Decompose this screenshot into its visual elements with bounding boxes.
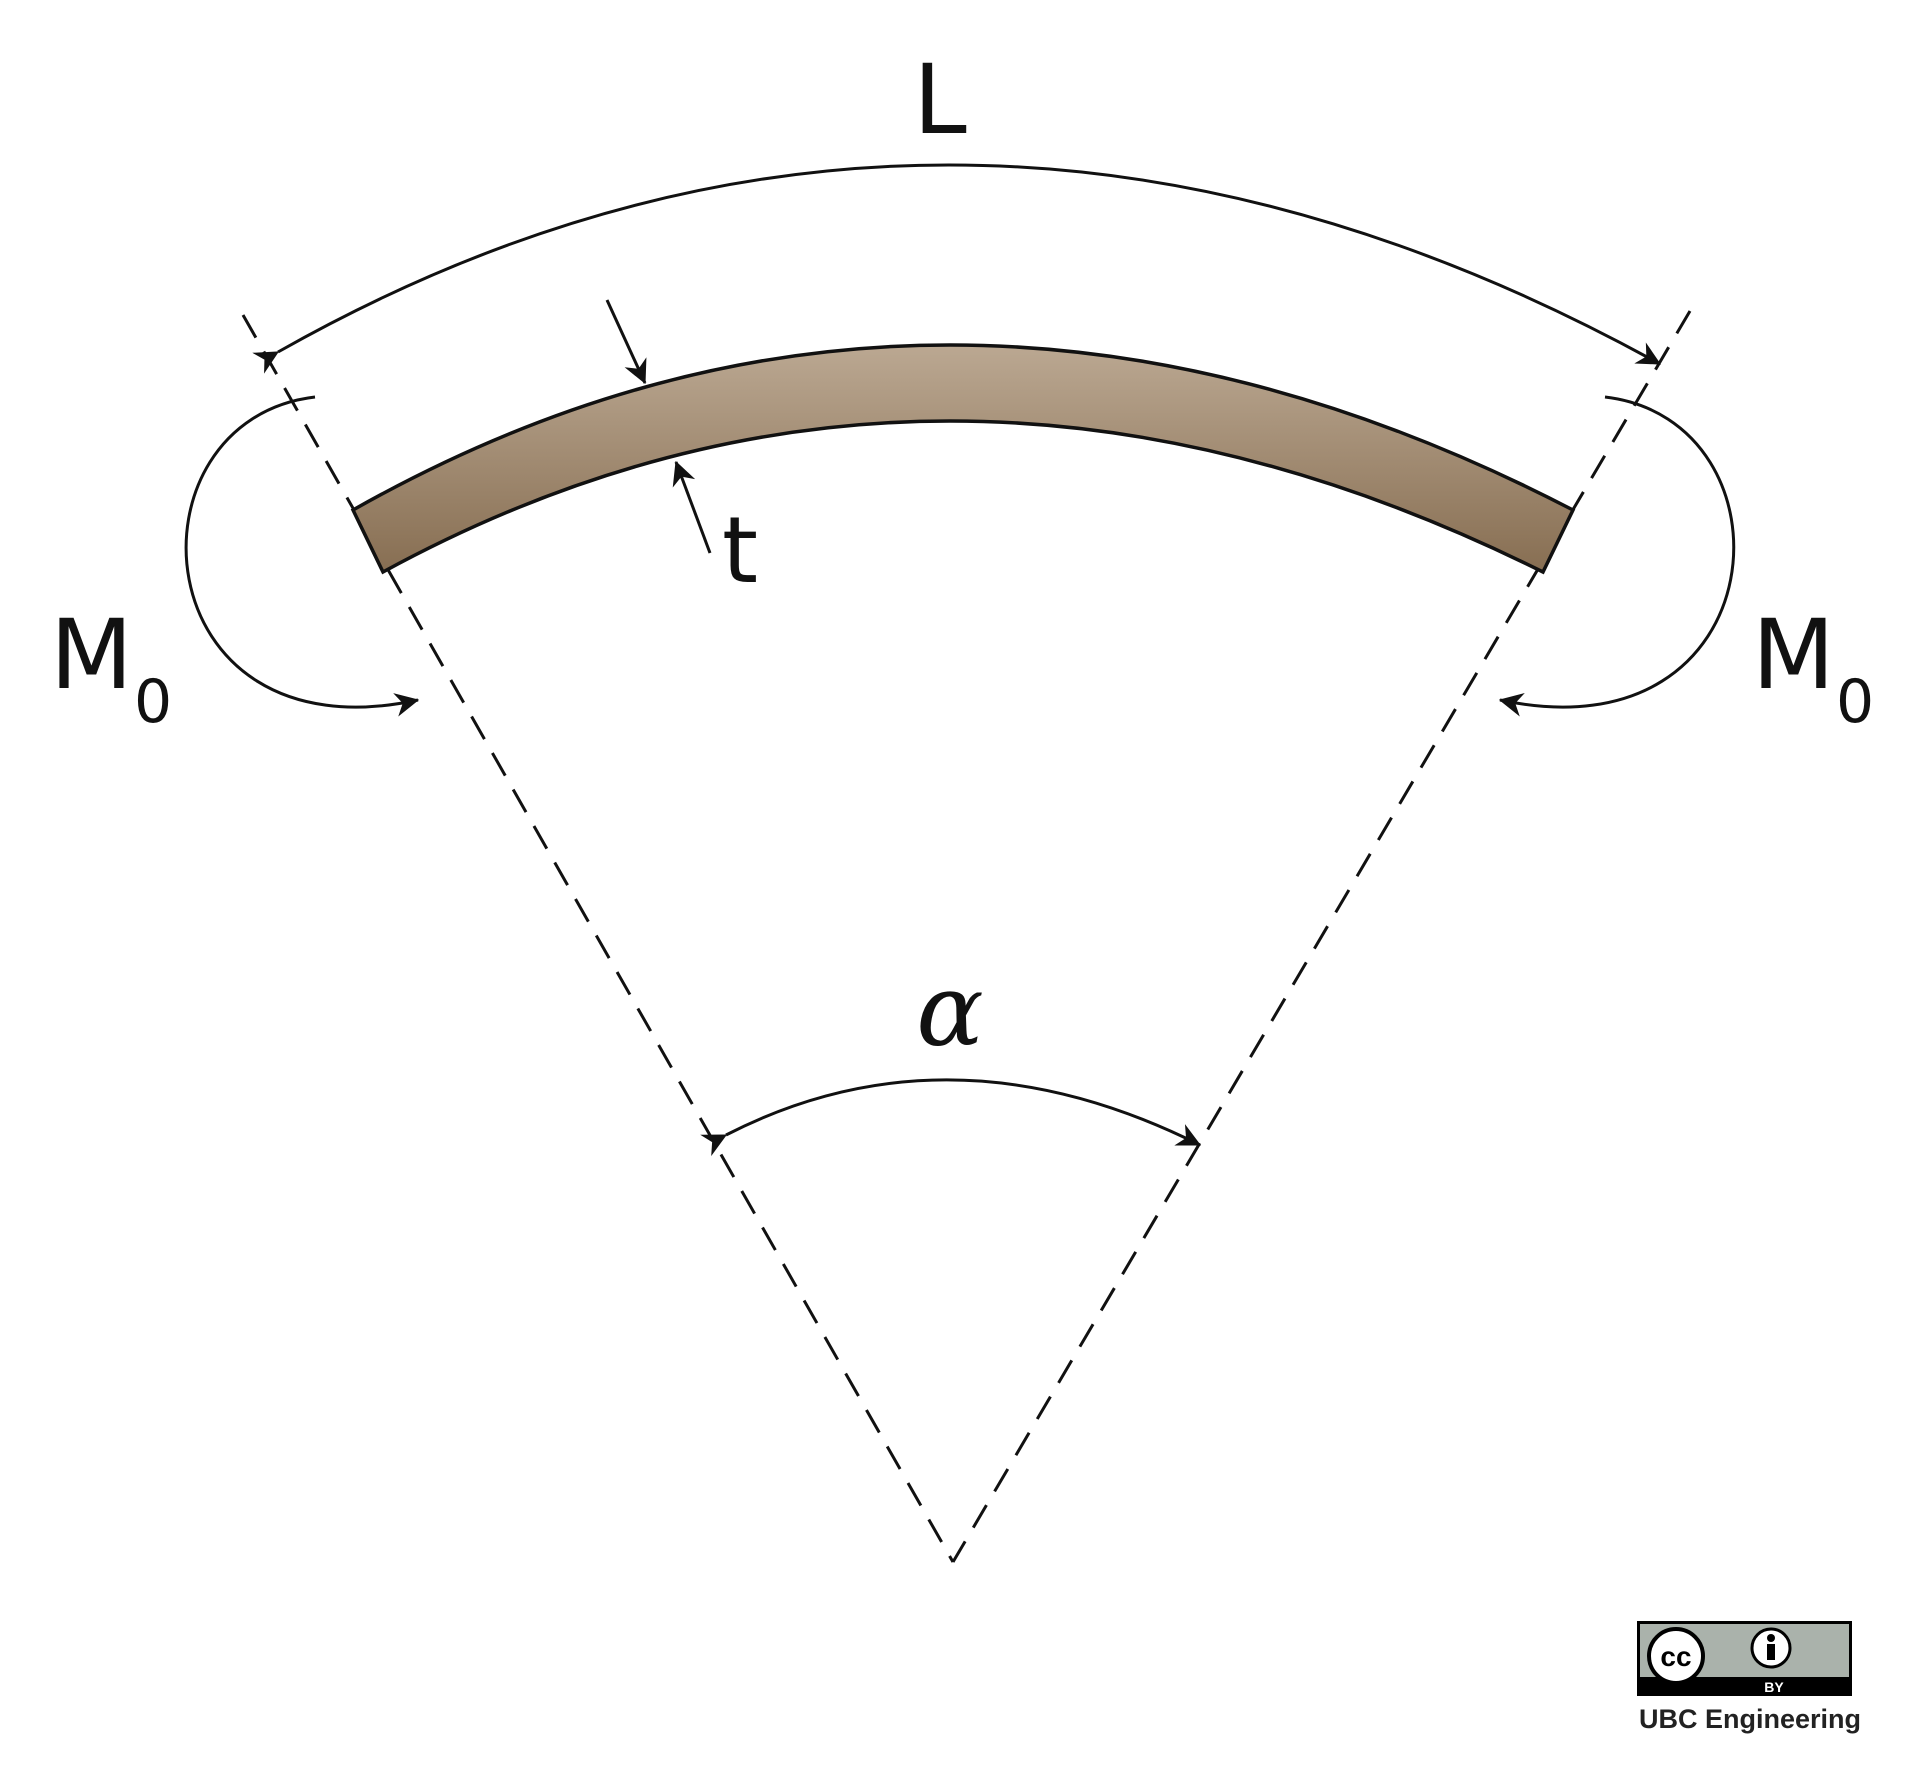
moment-label-right: M: [1752, 599, 1835, 711]
length-label: L: [913, 44, 966, 156]
right-radial-dashed-line: [951, 310, 1692, 1563]
curved-beam: [350, 343, 1576, 575]
thickness-label: t: [722, 497, 758, 604]
credit-text: UBC Engineering: [1638, 1704, 1861, 1734]
cc-circle-icon: [1647, 1627, 1705, 1685]
angle-label: α: [916, 952, 984, 1069]
angle-arc: [700, 1078, 1202, 1157]
moment-label-right-subscript: 0: [1836, 667, 1874, 737]
moment-arc-right: [1498, 395, 1736, 717]
moment-label-left: M: [50, 599, 133, 711]
length-dimension-arc: [252, 163, 1662, 374]
cc-badge-text: cc: [1660, 1641, 1691, 1672]
thickness-arrow-bottom: [672, 460, 712, 554]
left-radial-dashed-line: [241, 314, 955, 1563]
moment-arc-left: [184, 395, 420, 717]
thickness-arrow-top: [605, 299, 647, 385]
moment-label-left-subscript: 0: [134, 667, 172, 737]
attribution-person-icon: [1750, 1627, 1792, 1669]
cc-by-license-badge: cc BY: [1637, 1621, 1852, 1696]
by-badge-text: BY: [1764, 1679, 1784, 1695]
